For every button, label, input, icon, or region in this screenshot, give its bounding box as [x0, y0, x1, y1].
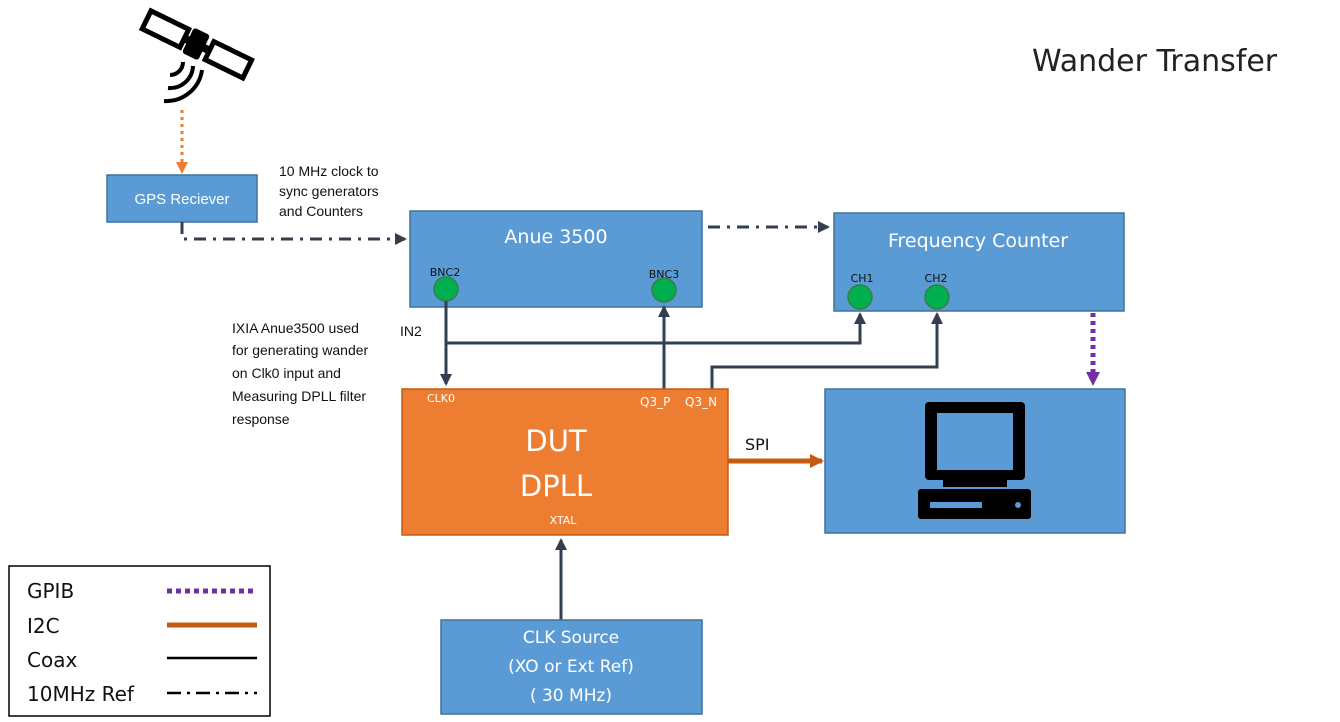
frequency-counter-label: Frequency Counter — [888, 230, 1068, 252]
anue-3500-label: Anue 3500 — [504, 226, 607, 248]
coax-q3n-to-ch2 — [710, 312, 943, 389]
legend-label: Coax — [27, 648, 77, 672]
legend-item-10mhz-ref: 10MHz Ref — [27, 682, 257, 706]
ch2-port — [924, 284, 950, 310]
legend-item-coax: Coax — [27, 648, 257, 672]
legend: GPIB I2C Coax 10MHz Ref — [8, 565, 271, 717]
bnc2-label: BNC2 — [430, 266, 460, 279]
frequency-counter-block: Frequency Counter CH1 CH2 — [833, 212, 1125, 312]
q3p-label: Q3_P — [640, 395, 670, 409]
legend-item-gpib: GPIB — [27, 579, 257, 603]
q3n-label: Q3_N — [685, 395, 717, 409]
clk0-label: CLK0 — [427, 392, 455, 405]
ixia-note-line: on Clk0 input and — [232, 365, 341, 381]
dpll-label: DPLL — [520, 469, 592, 503]
coax-bnc2-to-ch1 — [446, 312, 866, 345]
legend-item-i2c: I2C — [27, 614, 257, 638]
clk-source-label: CLK Source — [523, 628, 619, 648]
ixia-note: IXIA Anue3500 used for generating wander… — [232, 320, 372, 427]
bnc2-port — [433, 276, 459, 302]
legend-label: I2C — [27, 614, 60, 638]
ch2-label: CH2 — [925, 272, 948, 285]
ixia-note-line: IXIA Anue3500 used — [232, 320, 359, 336]
clock-note-line: sync generators — [279, 183, 379, 199]
clock-note: 10 MHz clock to sync generators and Coun… — [279, 163, 383, 219]
satellite-icon — [138, 7, 255, 104]
spi-label: SPI — [745, 435, 770, 454]
bnc3-label: BNC3 — [649, 268, 679, 281]
pc-block — [824, 388, 1126, 534]
clk-source-sub-label: (XO or Ext Ref) — [508, 657, 634, 677]
xtal-label: XTAL — [550, 514, 578, 527]
diagram-title: Wander Transfer — [1032, 44, 1278, 79]
ch1-port — [847, 284, 873, 310]
clock-note-line: 10 MHz clock to — [279, 163, 379, 179]
dut-label: DUT — [525, 424, 587, 458]
ref-gps-to-anue-link — [180, 222, 407, 245]
in2-label: IN2 — [400, 323, 422, 339]
clk-source-freq-label: ( 30 MHz) — [530, 686, 612, 706]
legend-label: 10MHz Ref — [27, 682, 135, 706]
legend-label: GPIB — [27, 579, 74, 603]
clock-note-line: and Counters — [279, 203, 363, 219]
anue-3500-block: Anue 3500 BNC2 BNC3 — [409, 210, 703, 308]
clk-source-block: CLK Source (XO or Ext Ref) ( 30 MHz) — [440, 619, 703, 715]
ixia-note-line: response — [232, 411, 290, 427]
computer-monitor-icon — [918, 402, 1031, 519]
ixia-note-line: Measuring DPLL filter — [232, 388, 366, 404]
dut-dpll-block: CLK0 Q3_P Q3_N DUT DPLL XTAL — [401, 388, 729, 536]
gps-receiver-label: GPS Reciever — [134, 191, 229, 208]
bnc3-port — [651, 277, 677, 303]
gps-receiver-block: GPS Reciever — [106, 174, 258, 223]
ch1-label: CH1 — [851, 272, 874, 285]
ixia-note-line: for generating wander — [232, 342, 369, 358]
